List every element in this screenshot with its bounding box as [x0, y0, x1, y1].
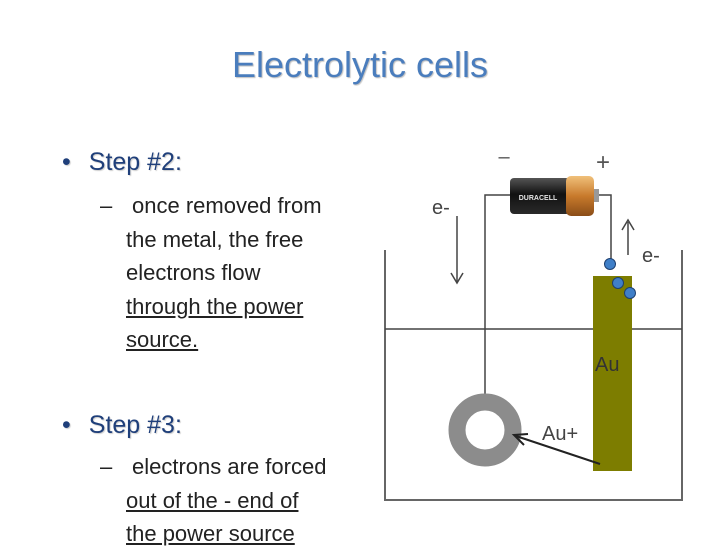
beaker — [384, 250, 683, 501]
ion-arrow — [515, 435, 601, 465]
text-line: through the power — [126, 293, 304, 319]
text-line: electrons flow — [126, 260, 261, 285]
arrowhead — [450, 272, 464, 285]
gold-electrode — [593, 276, 632, 471]
bullet-dot: • — [62, 411, 71, 439]
arrowhead — [511, 433, 529, 446]
battery: DURACELL — [510, 176, 599, 216]
electron-label-left: e- — [432, 197, 450, 219]
text-line: once removed from — [132, 193, 322, 218]
text-line: electrons are forced — [132, 454, 327, 479]
metal-label: Au — [595, 354, 619, 376]
electron-dot — [604, 258, 616, 270]
wire-negative — [484, 194, 512, 397]
bullet-dot: • — [62, 148, 71, 176]
dash: – — [100, 193, 113, 218]
positive-terminal-label: + — [596, 149, 610, 176]
step-2-description: – once removed from the metal, the free … — [100, 189, 376, 357]
bullet-step-2: • Step #2: — [62, 148, 182, 177]
battery-label: DURACELL — [519, 195, 558, 202]
ring-object — [448, 393, 522, 467]
bullet-label: Step #2: — [88, 148, 182, 176]
bullet-label: Step #3: — [88, 411, 182, 439]
text-line: the metal, the free — [126, 226, 304, 252]
dash: – — [100, 454, 113, 479]
negative-terminal-label: – — [498, 146, 510, 168]
text-line: source. — [126, 327, 199, 352]
electron-dot — [624, 287, 636, 299]
arrowhead — [621, 218, 635, 231]
bullet-step-3: • Step #3: — [62, 411, 182, 440]
text-line: out of the - end of — [126, 487, 299, 513]
ion-label: Au+ — [542, 423, 578, 445]
slide-title: Electrolytic cells — [231, 44, 489, 85]
electron-dot — [612, 277, 624, 289]
electron-label-right: e- — [642, 245, 660, 267]
